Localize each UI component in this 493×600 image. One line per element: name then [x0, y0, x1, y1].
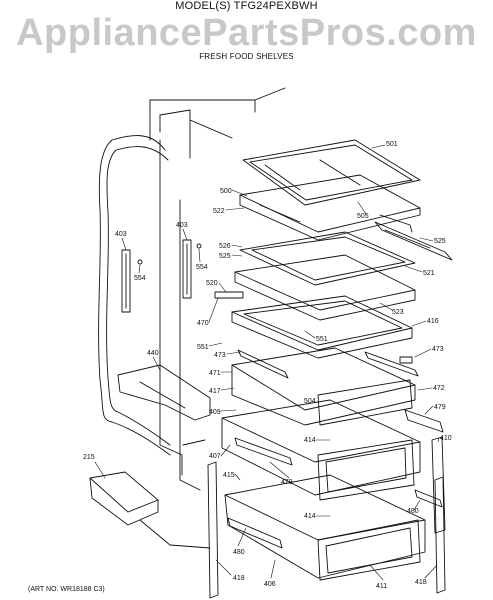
callout-p500: 500: [220, 188, 232, 195]
callout-p407: 407: [209, 453, 221, 460]
slide-480-right: [414, 489, 443, 508]
shelf-416: [231, 295, 413, 359]
callout-p525a: 525: [219, 253, 231, 260]
callout-p479b: 479: [281, 479, 293, 486]
callout-p418a: 418: [233, 575, 245, 582]
cover-440: [117, 364, 211, 421]
callout-p471: 471: [209, 370, 221, 377]
callout-p410: 410: [440, 435, 452, 442]
drawer-middle: [221, 399, 421, 501]
drawer-bottom: [224, 474, 426, 581]
door-gasket: [98, 135, 171, 456]
callout-p406: 406: [264, 581, 276, 588]
callout-p521: 521: [423, 270, 435, 277]
shelf-frame-500: [239, 174, 421, 241]
callout-p522: 522: [213, 208, 225, 215]
callout-p505: 505: [357, 213, 369, 220]
callout-p414a: 414: [304, 437, 316, 444]
callout-p414b: 414: [304, 513, 316, 520]
section-title: FRESH FOOD SHELVES: [199, 52, 294, 61]
cabinet-liner: [139, 87, 286, 549]
callout-p501: 501: [386, 141, 398, 148]
callouts: 501 500 522 505 403 403 526 525 525 554 …: [83, 141, 452, 590]
callout-p473b: 473: [432, 346, 444, 353]
callout-p215: 215: [83, 454, 95, 461]
callout-p551a: 551: [197, 344, 209, 351]
callout-p520: 520: [206, 280, 218, 287]
rail-473-right: [364, 351, 419, 377]
screws-554: [137, 243, 202, 265]
callout-p473a: 473: [214, 352, 226, 359]
callout-p415: 415: [223, 472, 235, 479]
callout-p440: 440: [147, 350, 159, 357]
callout-p504: 504: [304, 398, 316, 405]
crisper-cover-472: [231, 347, 416, 426]
callout-p479a: 479: [434, 404, 446, 411]
side-bracket-525: [374, 221, 453, 261]
watermark: AppliancePartsPros.com: [16, 12, 477, 54]
shelf-521: [239, 231, 416, 286]
callout-p416: 416: [427, 318, 439, 325]
slide-410: [431, 436, 446, 534]
callout-p525b: 525: [434, 238, 446, 245]
slide-480-left: [227, 517, 283, 549]
bin-215: [89, 471, 159, 526]
callout-p526: 526: [219, 243, 231, 250]
leader-lines: [94, 144, 440, 581]
callout-p551b: 551: [316, 336, 328, 343]
side-rail-418-right: [434, 476, 446, 594]
shelf-501: [242, 139, 421, 206]
side-rail-418-left: [207, 461, 219, 599]
shelf-frame-523: [214, 254, 416, 321]
callout-p480b: 480: [407, 508, 419, 515]
shelf-rail-right: [182, 239, 192, 299]
callout-p403a: 403: [115, 231, 127, 238]
callout-p411: 411: [376, 583, 387, 590]
callout-p409: 409: [209, 409, 221, 416]
rail-473-left: [237, 349, 289, 379]
art-number: (ART NO. WR18188 C3): [28, 586, 105, 593]
callout-p554b: 554: [196, 264, 208, 271]
shelf-rail-left: [121, 249, 131, 313]
slide-479-upper: [404, 409, 444, 433]
callout-p523: 523: [392, 309, 404, 316]
model-title: MODEL(S) TFG24PEXBWH: [175, 0, 318, 12]
callout-p418b: 418: [415, 579, 427, 586]
callout-p472: 472: [433, 385, 445, 392]
callout-p470: 470: [197, 320, 209, 327]
callout-p403b: 403: [176, 222, 188, 229]
callout-p554a: 554: [134, 275, 146, 282]
callout-p480a: 480: [233, 549, 245, 556]
callout-p417: 417: [209, 388, 221, 395]
